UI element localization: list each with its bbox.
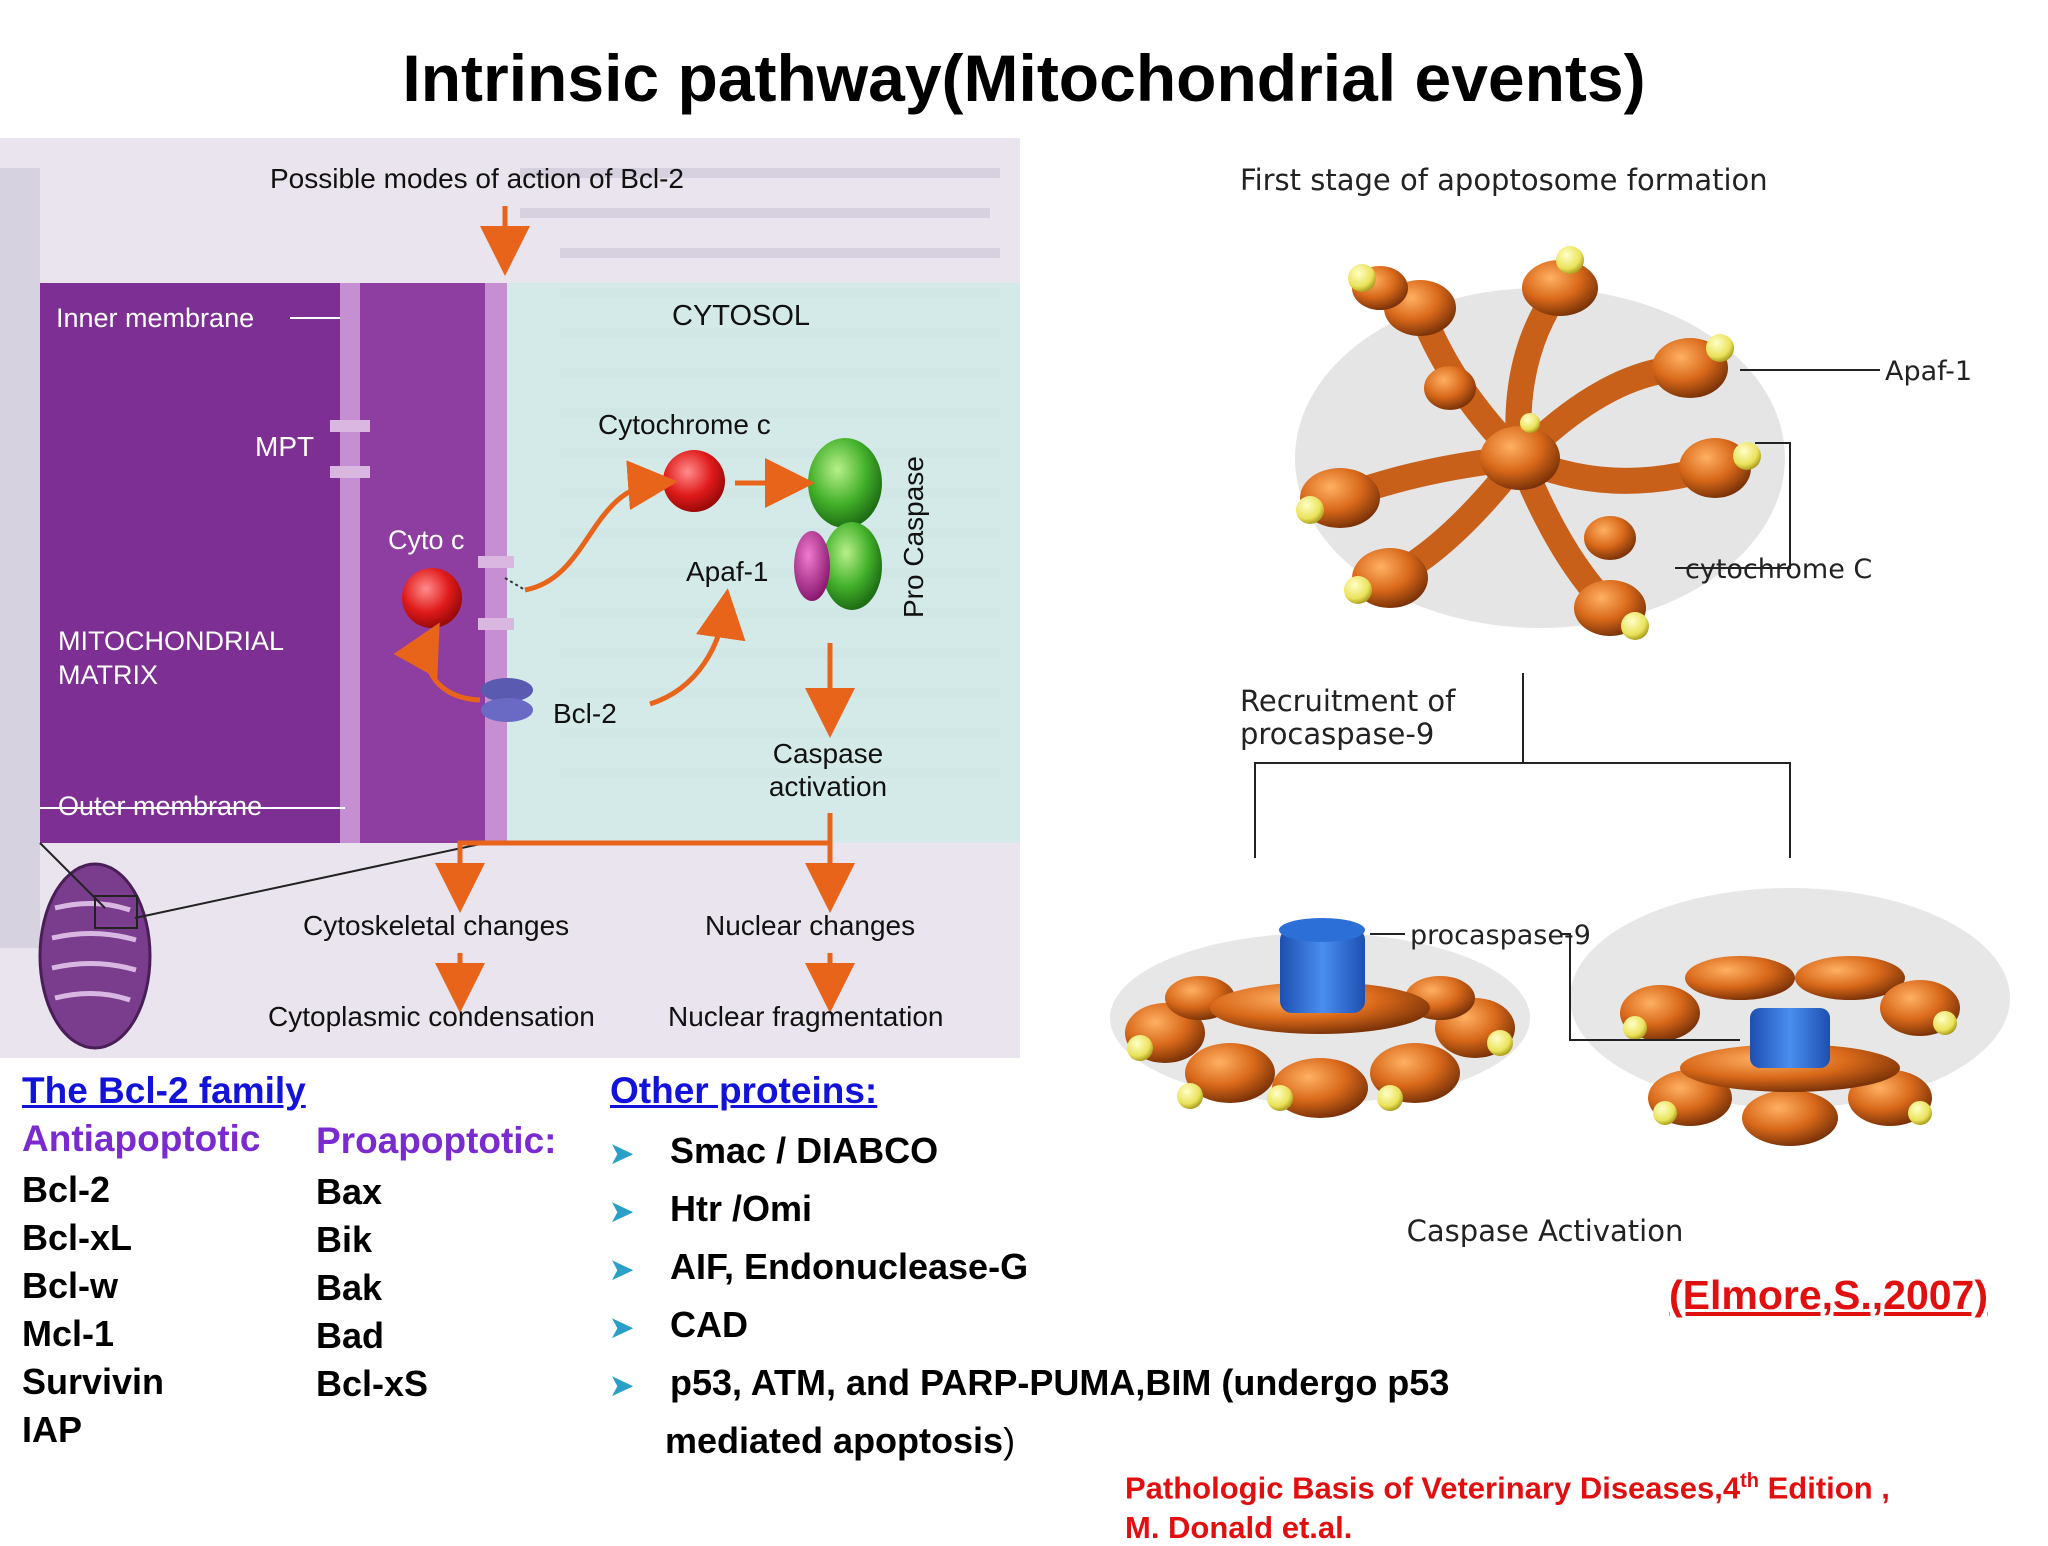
pro-caspase-molecule xyxy=(808,438,882,528)
list-item: Bik xyxy=(316,1219,373,1260)
reference-text-post: Edition , xyxy=(1759,1470,1890,1506)
continuation-text: mediated apoptosis xyxy=(665,1420,1004,1461)
list-item: Bcl-2 xyxy=(22,1169,111,1210)
bcl2-modes-heading: Possible modes of action of Bcl-2 xyxy=(270,163,684,194)
list-item-label: p53, ATM, and PARP-PUMA,BIM (undergo p53 xyxy=(670,1362,1450,1403)
label-activation: activation xyxy=(769,771,887,802)
list-item-label: CAD xyxy=(670,1304,748,1345)
list-item: Bcl-xL xyxy=(22,1217,133,1258)
other-proteins-link[interactable]: Other proteins: xyxy=(610,1070,878,1111)
list-item: Mcl-1 xyxy=(22,1313,115,1354)
label-bcl2: Bcl-2 xyxy=(553,698,617,729)
list-item-label: AIF, Endonuclease-G xyxy=(670,1246,1029,1287)
citation-link[interactable]: (Elmore,S.,2007) xyxy=(1668,1272,1988,1318)
proapoptotic-list: Bax Bik Bak Bad Bcl-xS xyxy=(316,1168,428,1408)
apoptosome-complex-left xyxy=(1110,918,1530,1118)
label-cytoplasmic-condensation: Cytoplasmic condensation xyxy=(268,1001,595,1032)
list-item: ➤ CAD xyxy=(610,1296,1449,1354)
label-mitochondrial: MITOCHONDRIAL xyxy=(58,626,284,656)
apaf1-wheel xyxy=(1295,246,1785,640)
list-item-continuation: mediated apoptosis) xyxy=(610,1412,1449,1470)
apoptosome-heading: First stage of apoptosome formation xyxy=(1240,163,1768,197)
label-procaspase9: procaspase-9 xyxy=(1410,920,1591,951)
list-item: IAP xyxy=(22,1409,83,1450)
label-cytoskeletal-changes: Cytoskeletal changes xyxy=(303,910,569,941)
label-pro-caspase: Pro Caspase xyxy=(898,456,929,618)
label-nuclear-changes: Nuclear changes xyxy=(705,910,915,941)
reference-sup: th xyxy=(1740,1470,1760,1492)
mitochondrion-icon xyxy=(38,862,152,1050)
list-item: Bax xyxy=(316,1171,383,1212)
procaspase9-icon xyxy=(1280,928,1365,1013)
apoptosome-figure: First stage of apoptosome formation xyxy=(1110,163,2010,1248)
arrow-bullet-icon: ➤ xyxy=(610,1370,634,1401)
label-procaspase9-recruit: procaspase-9 xyxy=(1240,717,1434,751)
reference-line-2: M. Donald et.al. xyxy=(1125,1510,1353,1545)
list-item-label: Htr /Omi xyxy=(670,1188,813,1229)
label-mpt: MPT xyxy=(255,431,314,462)
other-proteins-list: ➤ Smac / DIABCO ➤ Htr /Omi ➤ AIF, Endonucle… xyxy=(610,1122,1449,1470)
label-caspase: Caspase xyxy=(773,738,884,769)
cyto-c-molecule xyxy=(402,568,462,628)
page-title: Intrinsic pathway(Mitochondrial events) xyxy=(402,41,1646,115)
label-apaf1-right: Apaf-1 xyxy=(1885,356,1972,387)
label-recruitment: Recruitment of xyxy=(1240,684,1456,718)
label-cytochrome-c-right: cytochrome C xyxy=(1685,554,1872,585)
label-inner-membrane: Inner membrane xyxy=(56,303,254,333)
list-item-label: Smac / DIABCO xyxy=(670,1130,939,1171)
arrow-bullet-icon: ➤ xyxy=(610,1312,634,1343)
label-matrix: MATRIX xyxy=(58,660,158,690)
label-apaf1: Apaf-1 xyxy=(686,556,769,587)
list-item: ➤ Smac / DIABCO xyxy=(610,1122,1449,1180)
label-nuclear-fragmentation: Nuclear fragmentation xyxy=(668,1001,943,1032)
antiapoptotic-heading: Antiapoptotic xyxy=(22,1118,261,1159)
arrow-bullet-icon: ➤ xyxy=(610,1138,634,1169)
label-outer-membrane: Outer membrane xyxy=(58,791,262,821)
list-item: Bak xyxy=(316,1267,383,1308)
label-caspase-activation: Caspase Activation xyxy=(1407,1214,1684,1248)
arrow-bullet-icon: ➤ xyxy=(610,1196,634,1227)
bcl2-molecule xyxy=(481,678,533,702)
proapoptotic-heading: Proapoptotic: xyxy=(316,1120,557,1161)
inner-membrane xyxy=(340,283,360,843)
list-item: Bad xyxy=(316,1315,385,1356)
list-item: ➤ AIF, Endonuclease-G xyxy=(610,1238,1449,1296)
label-cyto-c: Cyto c xyxy=(388,525,465,555)
mitochondria-pathway-figure: Possible modes of action of Bcl-2 Inner … xyxy=(0,138,1020,1058)
reference-text: Pathologic Basis of Veterinary Diseases,… xyxy=(1125,1470,1741,1506)
cytochrome-c-molecule xyxy=(663,450,725,512)
continuation-paren: ) xyxy=(1003,1420,1016,1461)
antiapoptotic-list: Bcl-2 Bcl-xL Bcl-w Mcl-1 Survivin IAP xyxy=(22,1166,164,1454)
apoptosome-complex-right xyxy=(1570,888,2010,1146)
list-item: Bcl-xS xyxy=(316,1363,429,1404)
apaf1-molecule xyxy=(794,531,830,601)
list-item: ➤ Htr /Omi xyxy=(610,1180,1449,1238)
label-cytosol: CYTOSOL xyxy=(672,300,810,332)
label-cytochrome-c: Cytochrome c xyxy=(598,409,771,440)
reference-line-1: Pathologic Basis of Veterinary Diseases,… xyxy=(1125,1470,1890,1506)
list-item: ➤ p53, ATM, and PARP-PUMA,BIM (undergo p5… xyxy=(610,1354,1449,1412)
list-item: Survivin xyxy=(22,1361,165,1402)
bcl2-family-link[interactable]: The Bcl-2 family xyxy=(22,1070,306,1111)
list-item: Bcl-w xyxy=(22,1265,119,1306)
arrow-bullet-icon: ➤ xyxy=(610,1254,634,1285)
